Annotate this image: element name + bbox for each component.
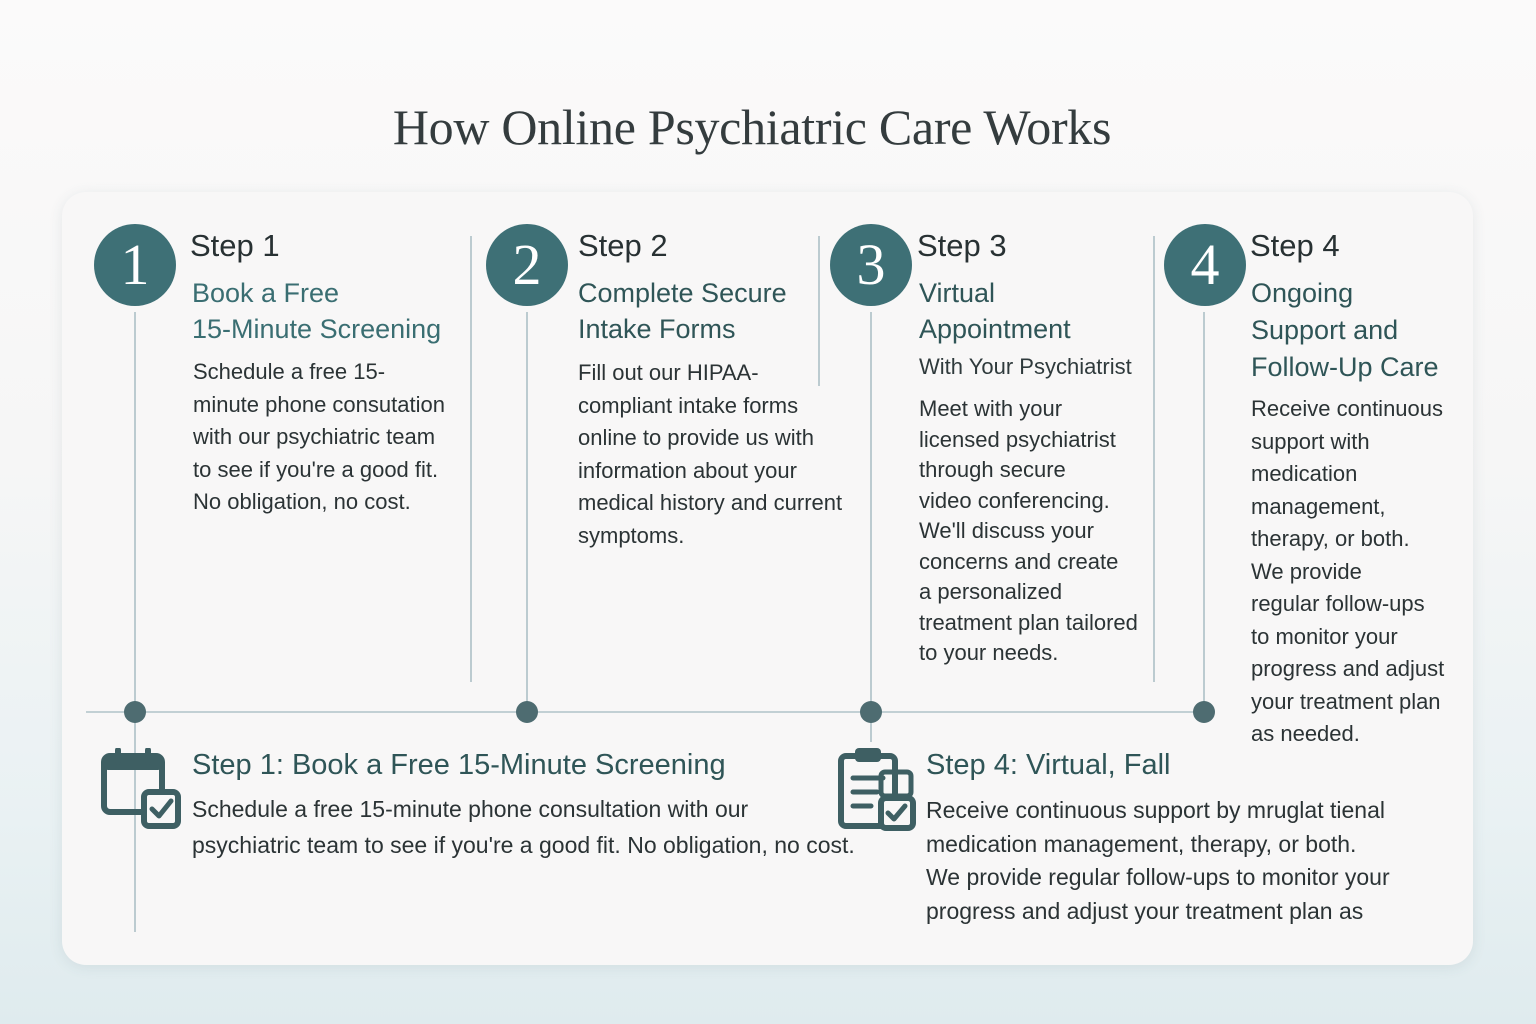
calendar-check-icon bbox=[100, 747, 184, 832]
step-4-description: Receive continuous support with medicati… bbox=[1251, 396, 1445, 746]
summary-1-description: Schedule a free 15-minute phone consulta… bbox=[192, 796, 855, 858]
steps-card: 1 Step 1 Book a Free 15-Minute Screening… bbox=[62, 192, 1473, 965]
summary-2-description: Receive continuous support by mruglat ti… bbox=[926, 797, 1390, 924]
summary-2-title: Step 4: Virtual, Fall bbox=[926, 749, 1171, 781]
timeline-dot-step-3 bbox=[860, 701, 882, 723]
step-1-heading: Book a Free 15-Minute Screening bbox=[192, 278, 442, 344]
step-3-heading: Virtual Appointment bbox=[919, 278, 1071, 344]
step-1-label: Step 1 bbox=[190, 228, 280, 263]
step-2-number-badge: 2 bbox=[486, 224, 568, 306]
step-4-number-badge: 4 bbox=[1164, 224, 1246, 306]
timeline-dot-step-2 bbox=[516, 701, 538, 723]
step-2-heading: Complete Secure Intake Forms bbox=[578, 278, 787, 344]
clipboard-check-icon bbox=[837, 746, 917, 832]
summary-1-title: Step 1: Book a Free 15-Minute Screening bbox=[192, 749, 726, 781]
timeline-dot-step-4 bbox=[1193, 701, 1215, 723]
step-4-connector bbox=[1203, 312, 1205, 702]
step-4-label: Step 4 bbox=[1250, 228, 1340, 263]
timeline-line bbox=[86, 711, 1206, 713]
step-3-connector bbox=[870, 312, 872, 742]
step-1-number-badge: 1 bbox=[94, 224, 176, 306]
step-4-heading: Ongoing Support and Follow-Up Care bbox=[1251, 278, 1439, 382]
column-divider bbox=[470, 236, 472, 682]
page-title: How Online Psychiatric Care Works bbox=[392, 99, 1112, 155]
step-1-description: Schedule a free 15- minute phone consuta… bbox=[193, 359, 445, 514]
step-2-connector bbox=[526, 312, 528, 702]
step-3-description: Meet with your licensed psychiatrist thr… bbox=[919, 396, 1138, 665]
step-2-label: Step 2 bbox=[578, 228, 668, 263]
step-3-label: Step 3 bbox=[917, 228, 1007, 263]
step-3-number-badge: 3 bbox=[830, 224, 912, 306]
step-2-description: Fill out our HIPAA- compliant intake for… bbox=[578, 360, 843, 548]
column-divider bbox=[1153, 236, 1155, 682]
timeline-dot-step-1 bbox=[124, 701, 146, 723]
column-divider bbox=[818, 236, 820, 386]
step-1-connector bbox=[134, 312, 136, 932]
step-3-subheading: With Your Psychiatrist bbox=[919, 354, 1132, 379]
